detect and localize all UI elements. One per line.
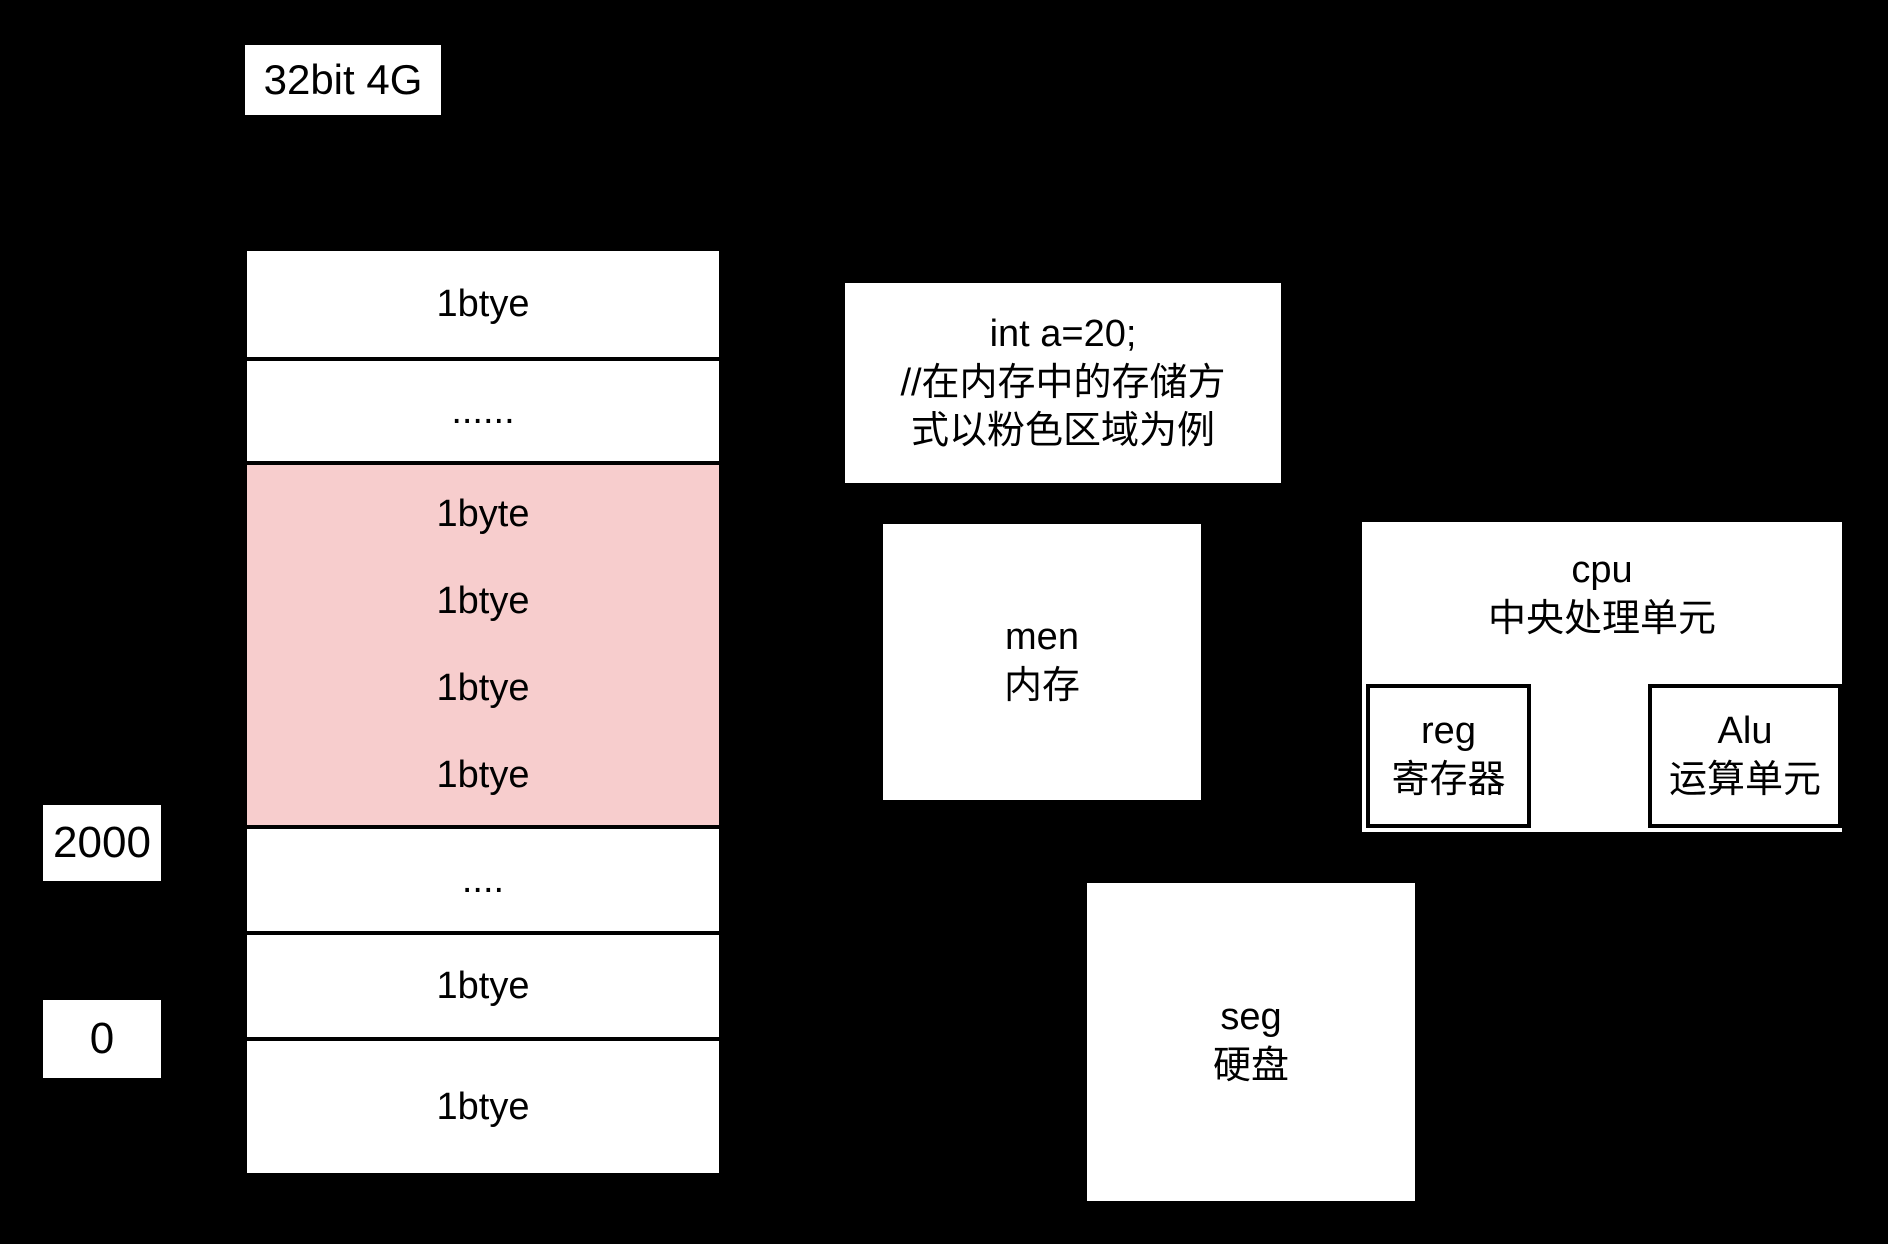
memory-unit-label-cn: 内存	[1003, 665, 1080, 707]
disk-unit-label-cn: 硬盘	[1212, 1045, 1289, 1087]
memory-cell: 1btye	[247, 251, 719, 361]
memory-cell: ....	[247, 829, 719, 935]
disk-unit-label-en: seg	[1220, 995, 1282, 1038]
note-line-1: int a=20;	[989, 313, 1137, 356]
note-line-3: 式以粉色区域为例	[910, 410, 1215, 453]
cpu-title: cpu 中央处理单元	[1362, 546, 1842, 645]
disk-unit-box: seg 硬盘	[1087, 883, 1415, 1201]
cpu-alu-label-en: Alu	[1717, 709, 1773, 752]
cpu-title-en: cpu	[1571, 549, 1633, 591]
memory-cell: 1btye	[247, 935, 719, 1041]
memory-highlight-block: 1byte 1btye 1btye 1btye	[247, 465, 719, 829]
memory-unit-box: men 内存	[883, 524, 1201, 800]
cpu-alu-box: Alu 运算单元	[1648, 684, 1842, 828]
label-32bit-4g: 32bit 4G	[245, 45, 441, 115]
memory-column: 1btye ...... 1byte 1btye 1btye 1btye ...…	[243, 247, 723, 1177]
memory-cell: 1btye	[247, 1041, 719, 1173]
cpu-box: cpu 中央处理单元 reg 寄存器 Alu 运算单元	[1362, 522, 1842, 832]
note-line-2: //在内存中的存储方	[900, 361, 1226, 404]
memory-pink-line: 1btye	[436, 580, 530, 622]
memory-pink-line: 1byte	[436, 493, 530, 535]
cpu-register-box: reg 寄存器	[1366, 684, 1531, 828]
memory-pink-line: 1btye	[436, 754, 530, 796]
cpu-alu-label-cn: 运算单元	[1668, 759, 1821, 801]
memory-pink-line: 1btye	[436, 667, 530, 709]
note-box: int a=20; //在内存中的存储方 式以粉色区域为例	[845, 283, 1281, 483]
memory-unit-label-en: men	[1005, 615, 1079, 658]
address-label-2000: 2000	[43, 805, 161, 881]
memory-cell: ......	[247, 361, 719, 465]
cpu-title-cn: 中央处理单元	[1487, 598, 1716, 641]
address-label-0: 0	[43, 1000, 161, 1078]
cpu-register-label-en: reg	[1421, 709, 1476, 752]
cpu-register-label-cn: 寄存器	[1391, 759, 1506, 801]
